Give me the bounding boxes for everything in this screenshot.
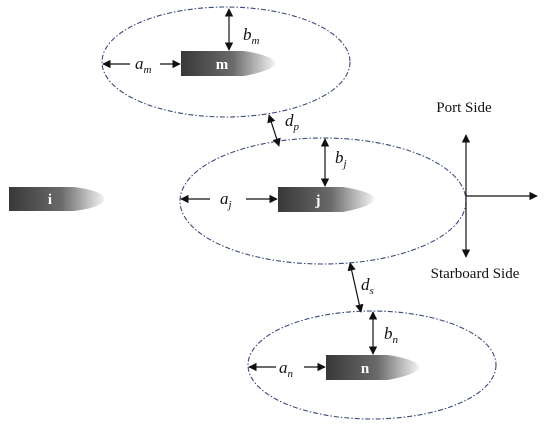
label-a-m: am: [135, 54, 152, 76]
ship-hull-i: [9, 187, 104, 211]
ship-j: j: [278, 187, 374, 212]
ship-label-n: n: [361, 361, 370, 377]
ship-label-m: m: [216, 57, 229, 73]
label-b-n: bn: [384, 324, 399, 346]
label-b-m: bm: [243, 25, 260, 47]
label-starboard-side: Starboard Side: [431, 266, 520, 282]
ship-label-i: i: [48, 192, 52, 208]
ship-m: m: [181, 51, 275, 76]
ship-hull-n: [326, 355, 419, 380]
label-a-n: an: [279, 358, 294, 380]
label-a-j: aj: [220, 189, 232, 211]
label-d-s: ds: [361, 275, 374, 297]
ship-i: i: [9, 187, 104, 211]
arrow-d-s: [347, 262, 364, 313]
label-d-p: dp: [285, 111, 300, 133]
ship-hull-j: [278, 187, 374, 212]
ship-domain-n: [247, 310, 497, 420]
ship-domain-m: [101, 6, 351, 118]
arrow-d-p: [267, 114, 281, 147]
ship-label-j: j: [315, 193, 321, 209]
label-port-side: Port Side: [436, 100, 492, 116]
ship-n: n: [326, 355, 419, 380]
ship-hull-m: [181, 51, 275, 76]
label-b-j: bj: [335, 148, 347, 170]
